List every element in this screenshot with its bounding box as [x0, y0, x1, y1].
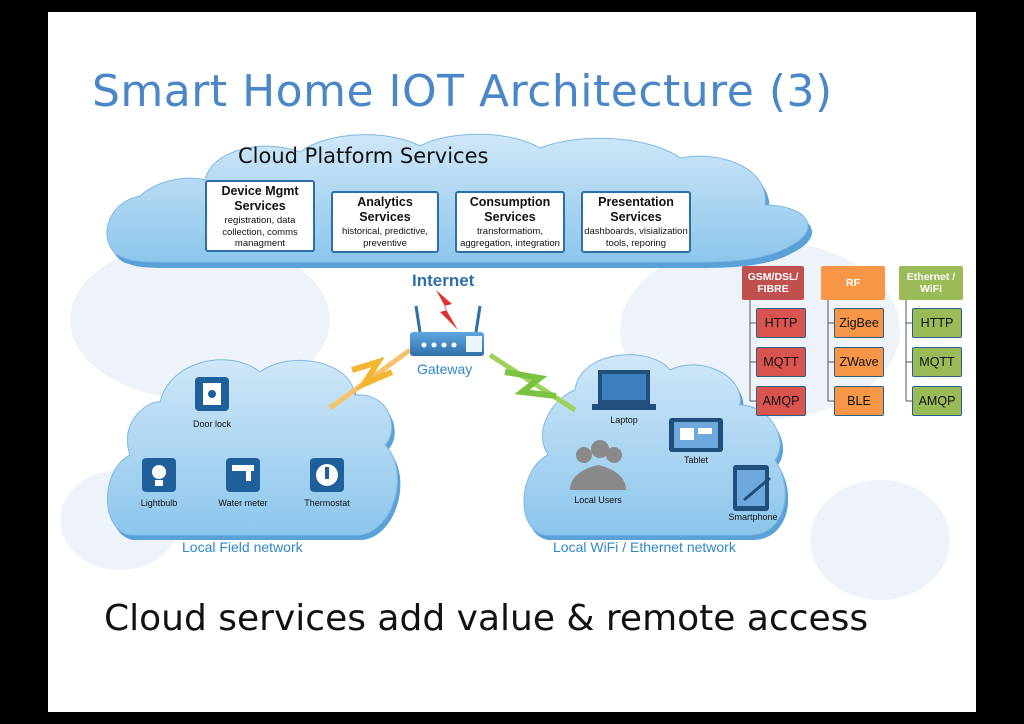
service-description: transformatiom, aggregation, integration	[460, 226, 560, 249]
page-title: Smart Home IOT Architecture (3)	[92, 66, 833, 117]
protocol-column-heading: RF	[821, 266, 885, 300]
cloud-platform-label: Cloud Platform Services	[238, 144, 489, 168]
protocol-item: HTTP	[912, 308, 962, 338]
protocol-item: AMQP	[756, 386, 806, 416]
slide-subtitle: Cloud services add value & remote access	[104, 598, 869, 639]
device-label-door-lock: Door lock	[192, 419, 231, 429]
protocol-connectors	[749, 300, 912, 402]
field-network-cloud-shape	[107, 359, 401, 540]
service-description: historical, predictive, preventive	[341, 226, 429, 249]
protocol-column-heading: Ethernet / WiFi	[899, 266, 963, 300]
local-users-icon	[570, 440, 626, 490]
tablet-icon	[669, 418, 723, 452]
service-heading: Consumption Services	[469, 195, 551, 224]
device-label-thermostat: Thermostat	[304, 498, 350, 508]
protocol-item: MQTT	[912, 347, 962, 377]
service-description: dashboards, visialization tools, reporin…	[584, 226, 688, 249]
wifi-network-label: Local WiFi / Ethernet network	[553, 539, 736, 555]
protocol-item: ZigBee	[834, 308, 884, 338]
internet-label: Internet	[412, 271, 475, 290]
laptop-icon	[592, 370, 656, 410]
water-meter-chip-icon	[226, 458, 260, 492]
protocol-item: BLE	[834, 386, 884, 416]
service-heading: Device Mgmt Services	[221, 184, 299, 213]
device-label-tablet: Tablet	[683, 455, 709, 465]
device-label-lightbulb: Lightbulb	[140, 498, 178, 508]
device-label-water-meter: Water meter	[218, 498, 268, 508]
protocol-item: AMQP	[912, 386, 962, 416]
lightbulb-chip-icon	[142, 458, 176, 492]
device-label-smartphone: Smartphone	[728, 512, 778, 522]
field-network-label: Local Field network	[182, 539, 303, 555]
protocol-column-heading: GSM/DSL/ FIBRE	[742, 266, 804, 300]
gateway-router-icon	[410, 305, 484, 356]
service-analytics: Analytics Services historical, predictiv…	[331, 191, 439, 253]
service-presentation: Presentation Services dashboards, visial…	[581, 191, 691, 253]
device-label-laptop: Laptop	[610, 415, 638, 425]
service-consumption: Consumption Services transformatiom, agg…	[455, 191, 565, 253]
service-heading: Presentation Services	[598, 195, 674, 224]
wifi-link-bolt-icon	[488, 352, 577, 413]
service-heading: Analytics Services	[357, 195, 413, 224]
field-link-bolt-icon	[328, 347, 412, 411]
door-lock-chip-icon	[195, 377, 229, 411]
thermostat-chip-icon	[310, 458, 344, 492]
internet-bolt-icon	[436, 290, 458, 330]
protocol-item: HTTP	[756, 308, 806, 338]
service-device-mgmt: Device Mgmt Services registration, data …	[205, 180, 315, 252]
device-label-local-users: Local Users	[574, 495, 622, 505]
smartphone-icon	[733, 465, 771, 511]
gateway-label: Gateway	[417, 361, 473, 377]
protocol-item: MQTT	[756, 347, 806, 377]
protocol-item: ZWave	[834, 347, 884, 377]
service-description: registration, data collection, comms man…	[222, 215, 298, 249]
